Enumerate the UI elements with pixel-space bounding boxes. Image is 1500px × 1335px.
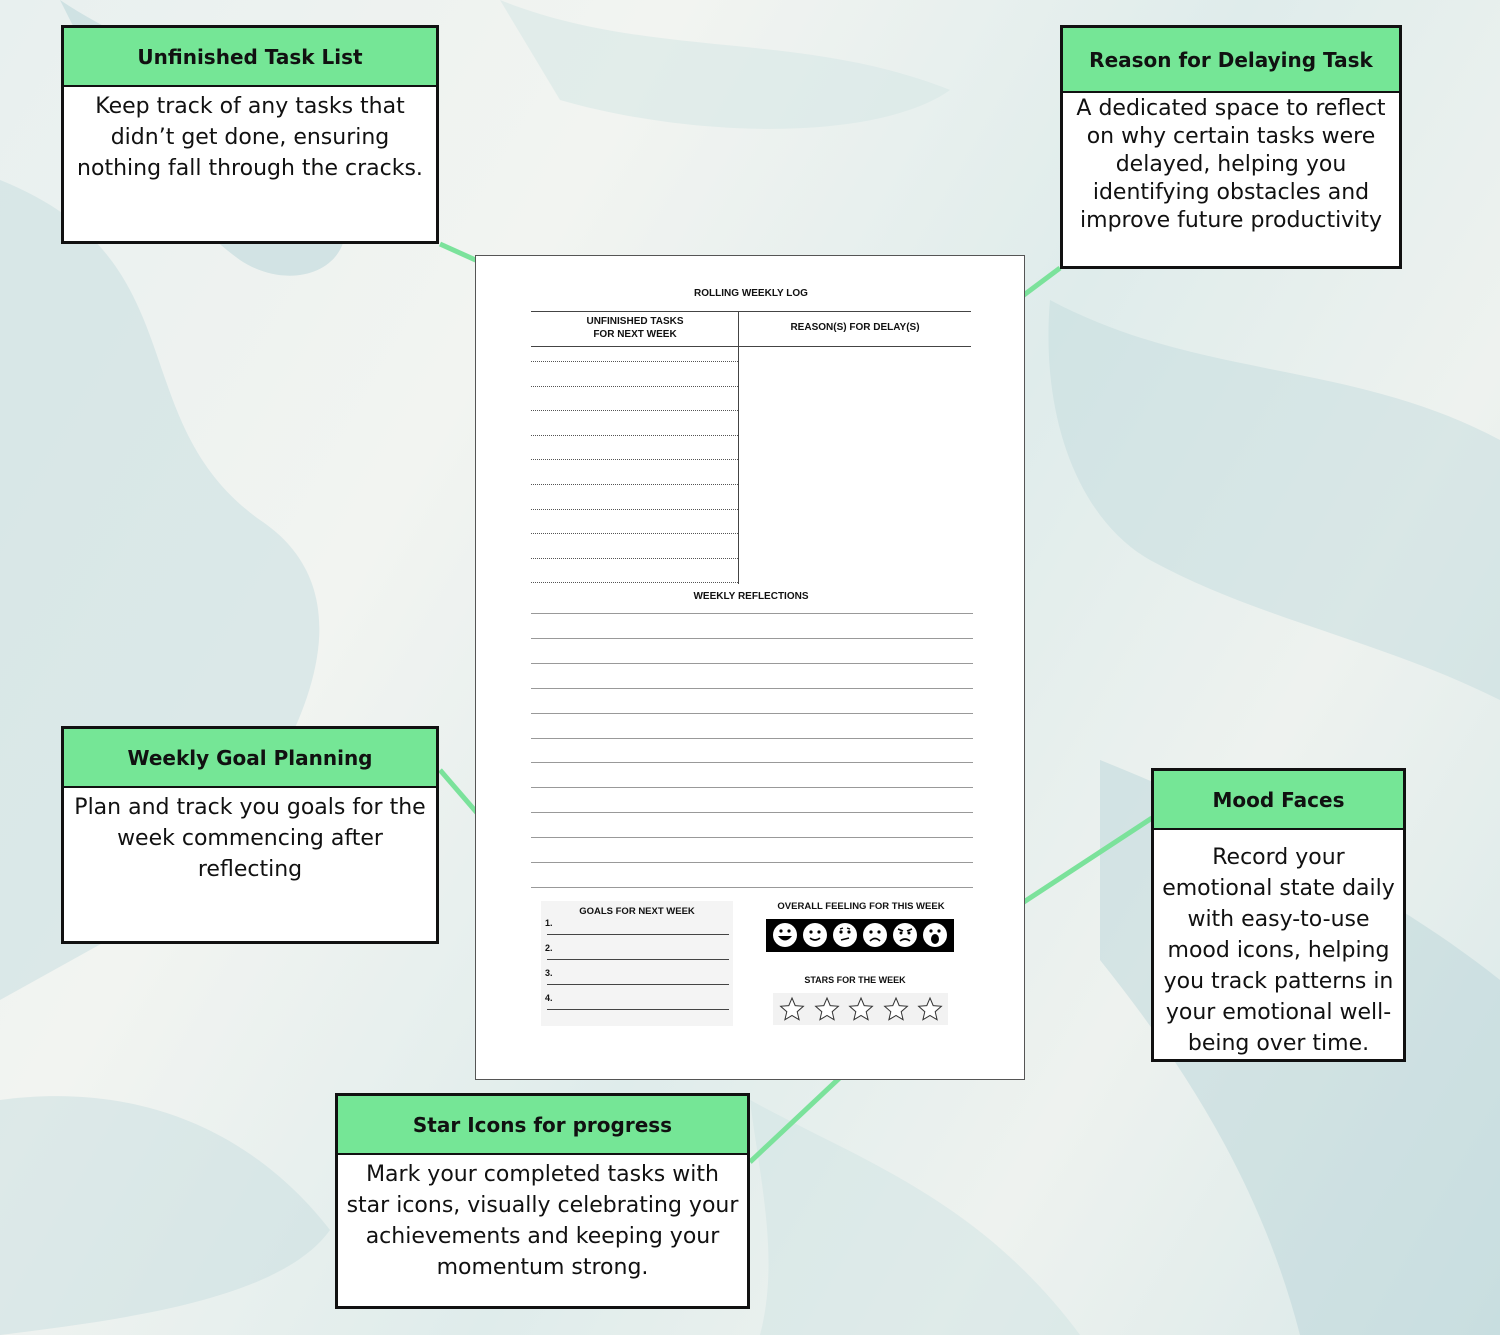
column-divider: [738, 311, 739, 584]
mood-strip: [766, 919, 954, 952]
goals-title: GOALS FOR NEXT WEEK: [579, 906, 695, 917]
callout-title: Reason for Delaying Task: [1063, 28, 1399, 93]
callout-title: Weekly Goal Planning: [64, 729, 436, 788]
goal-line[interactable]: [547, 959, 729, 960]
header-bottom-rule: [531, 346, 971, 347]
task-line[interactable]: [531, 459, 738, 461]
task-line[interactable]: [531, 385, 738, 387]
callout-unfinished-task-list: Unfinished Task List Keep track of any t…: [61, 25, 439, 244]
goal-line[interactable]: [547, 984, 729, 985]
column-header-unfinished: UNFINISHED TASKS FOR NEXT WEEK: [586, 316, 684, 340]
sad-face-icon[interactable]: [861, 921, 889, 949]
callout-weekly-goal-planning: Weekly Goal Planning Plan and track you …: [61, 726, 439, 944]
reflections-title: WEEKLY REFLECTIONS: [693, 591, 809, 602]
task-line[interactable]: [531, 410, 738, 412]
goal-line[interactable]: [547, 934, 729, 935]
reflection-line[interactable]: [531, 762, 973, 764]
reflection-line[interactable]: [531, 787, 973, 789]
task-line[interactable]: [531, 434, 738, 436]
reflection-line[interactable]: [531, 613, 973, 614]
feeling-title: OVERALL FEELING FOR THIS WEEK: [777, 901, 945, 912]
reflection-line[interactable]: [531, 637, 973, 639]
callout-star-icons: Star Icons for progress Mark your comple…: [335, 1093, 750, 1309]
callout-body: Record your emotional state daily with e…: [1162, 845, 1395, 1056]
callout-mood-faces: Mood Faces Record your emotional state d…: [1151, 768, 1406, 1062]
stars-title: STARS FOR THE WEEK: [804, 975, 906, 985]
goal-number: 4.: [545, 993, 553, 1003]
callout-title: Unfinished Task List: [64, 28, 436, 87]
callout-reason-for-delaying-task: Reason for Delaying Task A dedicated spa…: [1060, 25, 1402, 269]
reflection-line[interactable]: [531, 812, 973, 814]
callout-body: A dedicated space to reflect on why cert…: [1076, 96, 1386, 233]
goals-box: GOALS FOR NEXT WEEK 1. 2. 3. 4.: [541, 901, 733, 1026]
star-icon[interactable]: [813, 996, 840, 1022]
callout-title: Mood Faces: [1154, 771, 1403, 830]
column-header-reason: REASON(S) FOR DELAY(S): [790, 322, 920, 333]
callout-body: Keep track of any tasks that didn’t get …: [77, 94, 423, 181]
shocked-face-icon[interactable]: [921, 921, 949, 949]
sheet-title: ROLLING WEEKLY LOG: [694, 288, 808, 299]
goal-number: 2.: [545, 943, 553, 953]
goal-number: 3.: [545, 968, 553, 978]
reflection-line[interactable]: [531, 886, 973, 888]
task-line[interactable]: [531, 557, 738, 559]
callout-title: Star Icons for progress: [338, 1096, 747, 1155]
task-line[interactable]: [531, 508, 738, 510]
star-icon[interactable]: [779, 996, 805, 1022]
task-line[interactable]: [531, 361, 738, 362]
reflection-line[interactable]: [531, 687, 973, 689]
thinking-face-icon[interactable]: [831, 921, 859, 949]
smiling-face-icon[interactable]: [801, 921, 829, 949]
star-icon[interactable]: [917, 996, 943, 1022]
callout-body: Plan and track you goals for the week co…: [74, 795, 426, 882]
reflection-line[interactable]: [531, 862, 973, 863]
goal-line[interactable]: [547, 1009, 729, 1010]
reflection-line[interactable]: [531, 737, 973, 739]
reflection-line[interactable]: [531, 837, 973, 839]
star-icon[interactable]: [882, 996, 909, 1022]
task-line[interactable]: [531, 533, 738, 535]
reflection-line[interactable]: [531, 662, 973, 664]
grinning-face-icon[interactable]: [771, 921, 799, 949]
task-line[interactable]: [531, 484, 738, 485]
task-line[interactable]: [531, 582, 738, 584]
reflection-line[interactable]: [531, 712, 973, 714]
planner-sheet: ROLLING WEEKLY LOG UNFINISHED TASKS FOR …: [475, 255, 1025, 1080]
angry-face-icon[interactable]: [891, 921, 919, 949]
callout-body: Mark your completed tasks with star icon…: [346, 1162, 739, 1280]
star-strip: [773, 993, 948, 1025]
goal-number: 1.: [545, 918, 553, 928]
table-top-rule: [531, 311, 971, 312]
star-icon[interactable]: [848, 996, 874, 1022]
